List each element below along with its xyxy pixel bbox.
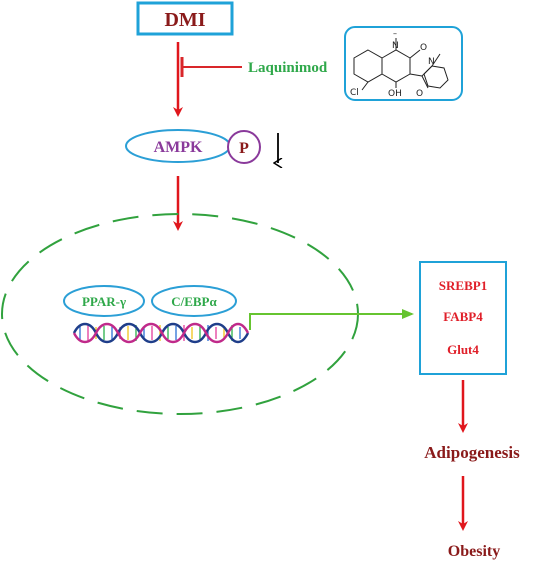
gene-glut4: Glut4 (447, 342, 479, 357)
phospho-node: P (227, 130, 261, 164)
ampk-node: AMPK (125, 129, 231, 163)
gene-fabp4: FABP4 (443, 309, 483, 324)
structure-chlorine: Cl (350, 88, 359, 98)
ampk-label: AMPK (154, 139, 203, 156)
obesity-label: Obesity (448, 543, 500, 560)
structure-ring-n: N (392, 41, 399, 51)
structure-amide-n: N (428, 57, 435, 67)
laquinimod-structure: – O N N Cl OH O (344, 26, 463, 101)
dna-helix-icon (72, 322, 250, 344)
structure-amide-o: O (416, 89, 423, 99)
gene-box: SREBP1 FABP4 Glut4 (419, 261, 507, 375)
cebp-node: C/EBPα (151, 285, 237, 317)
structure-carbonyl-o: O (420, 43, 427, 53)
dmi-label: DMI (164, 9, 205, 31)
laquinimod-inhibition (180, 57, 242, 77)
structure-hydroxyl: OH (388, 89, 402, 99)
structure-methyl: – (393, 29, 397, 38)
dna-to-genes-arrow (249, 309, 414, 330)
laquinimod-label: Laquinimod (248, 60, 328, 76)
dmi-node: DMI (136, 1, 234, 36)
gene-srebp1: SREBP1 (439, 278, 487, 293)
cebp-label: C/EBPα (171, 294, 217, 309)
adipogenesis-label: Adipogenesis (424, 443, 520, 462)
ppar-label: PPAR-γ (82, 294, 126, 309)
ppar-node: PPAR-γ (63, 285, 145, 317)
phospho-label: P (239, 140, 249, 157)
